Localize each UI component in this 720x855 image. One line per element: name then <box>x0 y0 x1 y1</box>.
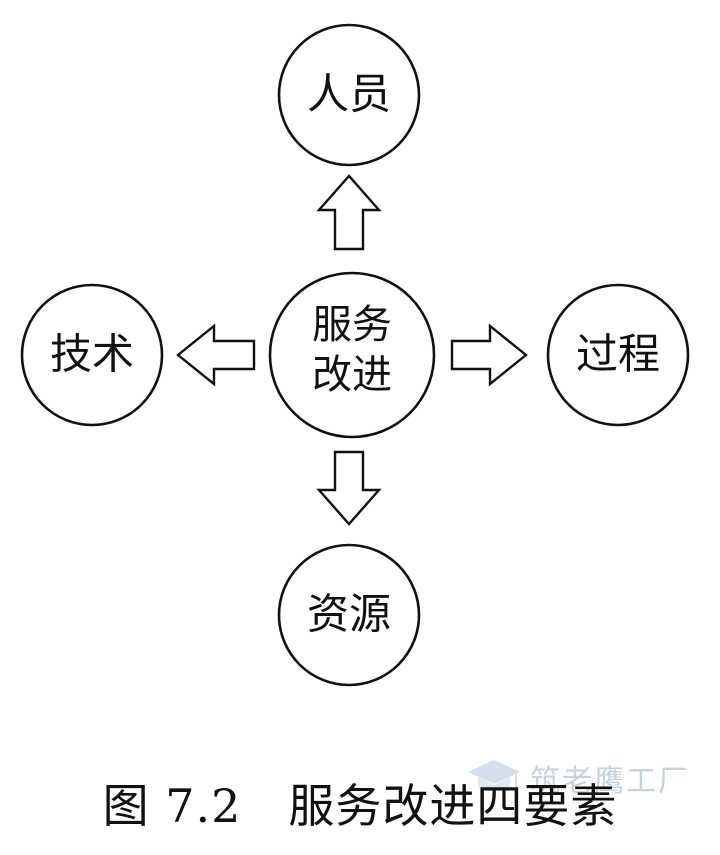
node-service-improvement: 服务 改进 <box>268 271 436 439</box>
node-technology-circle <box>20 283 164 427</box>
center-label-line1: 服务 <box>312 302 392 348</box>
arrow-to-technology <box>176 323 256 387</box>
node-resources-label: 资源 <box>307 590 391 639</box>
node-technology: 技术 <box>20 283 164 427</box>
node-process-circle <box>546 283 690 427</box>
center-label-line2: 改进 <box>312 352 392 398</box>
node-resources: 资源 <box>277 543 421 687</box>
figure-caption: 图 7.2 服务改进四要素 <box>102 779 618 833</box>
node-technology-label: 技术 <box>50 330 134 379</box>
arrow-to-resources <box>316 450 382 526</box>
center-circle <box>268 271 436 439</box>
arrow-to-personnel <box>316 174 382 251</box>
watermark: 筑老鹰工厂 <box>466 756 690 800</box>
node-personnel-circle <box>277 23 421 167</box>
graduation-cap-icon <box>466 756 522 800</box>
node-resources-circle <box>277 543 421 687</box>
arrow-to-process <box>450 323 528 387</box>
node-personnel: 人员 <box>277 23 421 167</box>
watermark-text: 筑老鹰工厂 <box>530 764 690 799</box>
node-process-label: 过程 <box>576 330 660 379</box>
node-personnel-label: 人员 <box>307 70 391 119</box>
node-process: 过程 <box>546 283 690 427</box>
